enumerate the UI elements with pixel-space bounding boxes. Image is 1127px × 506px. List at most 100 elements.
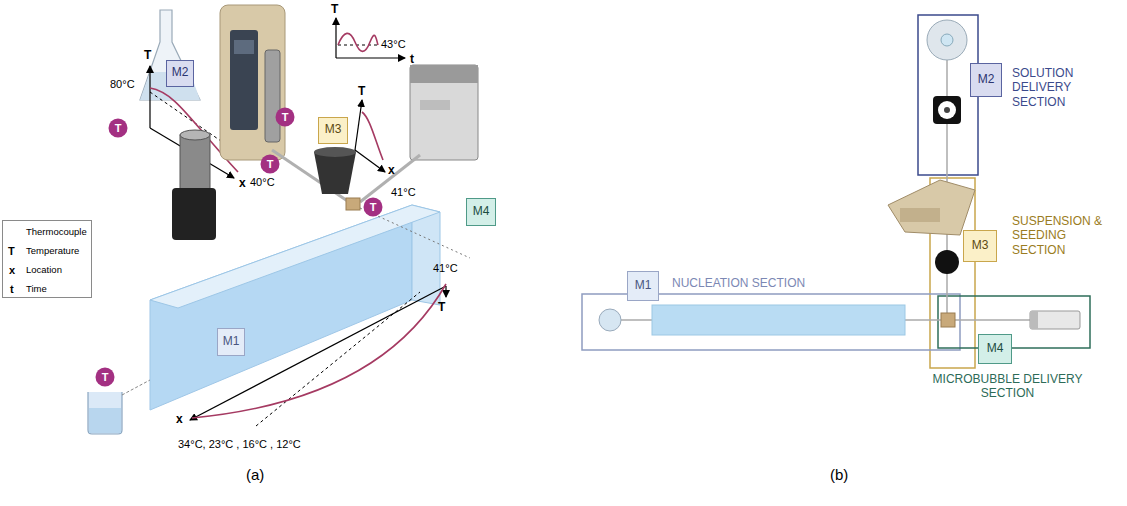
stepper-motor-part — [180, 130, 210, 140]
thermocouple-letter: T — [370, 201, 377, 214]
seeding-temperature-plot-part — [362, 112, 383, 160]
thermocouple-marker: T — [275, 107, 295, 127]
syringe-pump-part — [265, 50, 280, 142]
thermocouple-letter: T — [282, 111, 289, 124]
thermocouple-circle-shape — [96, 368, 115, 387]
module-number: M2 — [978, 73, 995, 87]
section-outlines-part — [938, 296, 1090, 348]
schematic-tubing-part — [621, 319, 652, 321]
section-outlines-part — [918, 15, 978, 175]
stepper-motor-part — [172, 188, 216, 240]
module-number: M1 — [635, 279, 652, 293]
module-label-box: M4 — [978, 334, 1012, 364]
section-name: NUCLEATION SECTION — [672, 276, 805, 290]
legend-sample: T — [8, 245, 15, 258]
schematic-parts-part — [935, 250, 959, 274]
axis-letter: T — [144, 48, 151, 62]
thermocouple-marker: T — [363, 197, 383, 217]
schematic-tubing-part — [905, 319, 1030, 321]
channel-temperature-plot-part — [190, 286, 446, 420]
ultrasound-horn — [314, 147, 356, 194]
axis-letter: T — [358, 84, 365, 98]
pump-temperature-plot — [336, 18, 405, 58]
module-number: M4 — [987, 342, 1004, 356]
syringe-pump-part — [220, 5, 285, 160]
stepper-motor-part — [180, 135, 210, 190]
flask-temperature-plot-part — [149, 66, 150, 128]
syringe-pump-part — [234, 40, 254, 54]
section-outlines-part — [582, 294, 960, 350]
thermocouple-letter: T — [267, 158, 274, 171]
legend-sample: x — [9, 264, 15, 277]
thermocouple-letter: T — [102, 371, 109, 384]
axis-letter: t — [410, 52, 414, 66]
module-label-box: M1 — [627, 271, 659, 301]
mass-flow-controller-part — [410, 65, 478, 83]
section-name: SUSPENSION & SEEDING SECTION — [1012, 214, 1112, 257]
mass-flow-controller — [360, 65, 478, 202]
channel-temperature-plot — [190, 284, 446, 426]
schematic-tubing — [621, 60, 1030, 320]
seeding-temperature-plot-part — [355, 100, 362, 150]
schematic-parts-part — [941, 313, 955, 327]
temperature-value: 40°C — [250, 176, 275, 189]
axis-letter: x — [239, 176, 246, 190]
axis-letter: T — [331, 2, 338, 16]
legend-sample: t — [10, 283, 14, 296]
temperature-value: 80°C — [110, 78, 135, 91]
channel-temperature-plot-part — [445, 286, 446, 297]
module-label-box: M2 — [970, 63, 1002, 97]
module-label-box: M3 — [963, 230, 997, 262]
ultrasound-horn-part — [314, 147, 356, 157]
pump-temperature-plot-part — [336, 57, 405, 58]
pump-temperature-plot-part — [338, 33, 378, 51]
schematic-parts-part — [599, 309, 621, 331]
mass-flow-controller-part — [410, 65, 478, 160]
thermocouple-circle-shape — [364, 198, 383, 217]
temperature-value: 41°C — [391, 186, 416, 199]
axis-letter: x — [388, 163, 395, 177]
module-label-box: M4 — [466, 198, 496, 226]
axis-letter: x — [176, 412, 183, 426]
module-label-box: M2 — [166, 60, 194, 87]
schematic-parts — [599, 20, 1080, 335]
mass-flow-controller-part — [420, 100, 450, 110]
temperature-value: 41°C — [433, 262, 458, 275]
thermocouple-circle-shape — [261, 155, 280, 174]
legend-text: Location — [26, 264, 62, 275]
schematic-parts-part — [1030, 311, 1038, 329]
schematic-parts-part — [927, 20, 967, 60]
pump-temperature-plot-part — [335, 18, 336, 58]
seeding-temperature-plot — [355, 100, 385, 172]
module-number: M2 — [172, 66, 189, 80]
thermocouple-marker: T — [95, 367, 115, 387]
module-label-box: M3 — [318, 117, 348, 144]
module-number: M1 — [223, 335, 240, 349]
temperature-values: 34°C, 23°C , 16°C , 12°C — [178, 438, 301, 451]
section-name: MICROBUBBLE DELIVERY SECTION — [920, 372, 1095, 401]
schematic-tubing-part — [946, 60, 948, 96]
syringe-pump-part — [230, 30, 258, 130]
thermocouple-marker: T — [108, 118, 128, 138]
thermocouple-letter: T — [115, 122, 122, 135]
mass-flow-controller-part — [360, 155, 420, 202]
thermocouple-circle-shape — [109, 119, 128, 138]
module-label-box: M1 — [217, 328, 245, 356]
pump-temperature-plot-part — [338, 45, 377, 46]
schematic-parts-part — [652, 305, 905, 335]
legend-text: Time — [26, 283, 47, 294]
panel-letter: (b) — [830, 466, 848, 484]
legend-sample: T — [7, 226, 19, 238]
schematic-parts-part — [941, 34, 953, 46]
module-number: M4 — [473, 205, 490, 219]
junction-cube-part — [346, 198, 360, 210]
thermocouple-marker: T — [260, 154, 280, 174]
channel-temperature-plot-part — [256, 292, 420, 426]
temperature-value: 43°C — [381, 38, 406, 51]
collection-beaker-part — [88, 392, 122, 434]
schematic-parts-part — [933, 96, 961, 124]
schematic-parts-part — [888, 180, 975, 235]
axis-letter: T — [438, 300, 445, 314]
collection-beaker — [88, 380, 150, 434]
